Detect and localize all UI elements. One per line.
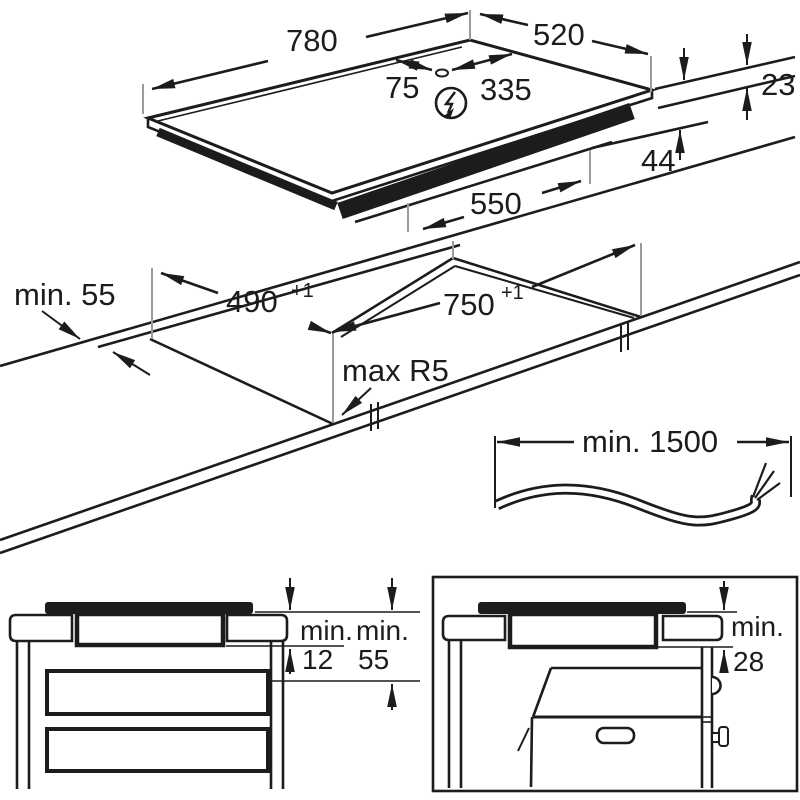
worktop-section-left bbox=[8, 613, 74, 643]
hob-glass-section bbox=[478, 602, 686, 614]
dim-750-label: 750 bbox=[443, 287, 495, 322]
worktop-section-right bbox=[661, 614, 724, 642]
lightning-bolt-icon bbox=[434, 86, 468, 120]
dim-550-line bbox=[422, 215, 465, 231]
casing-bottom-profile-line bbox=[591, 120, 709, 150]
dim-550-line bbox=[541, 179, 582, 195]
cutout-back-right-inner bbox=[454, 265, 635, 319]
drawer-gap-label-2: min. bbox=[356, 615, 409, 646]
oven-handle-recess bbox=[595, 726, 636, 745]
dim-750-line bbox=[531, 243, 636, 289]
worktop-back-edge-line bbox=[0, 135, 796, 368]
oven-front-left-edge bbox=[529, 716, 534, 788]
hob-glass-surface bbox=[143, 38, 658, 195]
worktop-profile-line bbox=[657, 74, 796, 110]
hinge-bump bbox=[711, 675, 722, 696]
worktop-cutout-view: min. 55 490 +1 750 +1 max R5 bbox=[14, 241, 642, 423]
dim-335-line bbox=[451, 52, 513, 72]
dim-780-line bbox=[151, 59, 269, 91]
hob-body-section bbox=[74, 611, 226, 648]
dim-335-label: 335 bbox=[480, 72, 532, 107]
power-cable-view: min. 1500 bbox=[494, 424, 792, 527]
corner-radius-label: max R5 bbox=[342, 353, 449, 388]
dim-490-label: 490 bbox=[226, 284, 278, 319]
cutout-back-left-edge bbox=[331, 256, 454, 335]
power-symbol-bolt bbox=[443, 91, 456, 114]
worktop-left-cut-edge bbox=[149, 337, 334, 426]
wire-end bbox=[751, 462, 768, 498]
dim-750-tolerance: +1 bbox=[501, 282, 524, 304]
wall-clearance-label: min. 55 bbox=[14, 277, 116, 312]
dim-490-line bbox=[307, 320, 332, 335]
worktop-section-right bbox=[225, 613, 289, 643]
dim-490-line bbox=[160, 271, 219, 295]
power-symbol-bolt-tip bbox=[444, 108, 454, 119]
drawer-gap-label-1: min. bbox=[300, 615, 353, 646]
drawer-gap-value-2: 55 bbox=[358, 644, 389, 675]
hob-casing-left bbox=[156, 127, 338, 211]
hob-casing-bottom-rim bbox=[354, 140, 613, 224]
dim-550-label: 550 bbox=[470, 186, 522, 221]
corner-radius-arrow bbox=[341, 387, 372, 416]
wire-end bbox=[756, 482, 781, 501]
wall-clearance-arrow bbox=[41, 310, 81, 340]
screw-head bbox=[718, 726, 729, 747]
mains-connection-point bbox=[435, 68, 449, 78]
drawer-gap-value-1: 12 bbox=[302, 644, 333, 675]
worktop-front-edge-line bbox=[0, 260, 800, 542]
hob-isometric-view: 780 520 75 335 23 44 bbox=[142, 10, 796, 232]
worktop-section-left bbox=[441, 614, 507, 642]
oven-gap-value: 28 bbox=[733, 646, 764, 677]
oven-gap-label: min. bbox=[731, 611, 784, 642]
oven-body bbox=[517, 666, 702, 788]
oven-top-left-edge bbox=[531, 667, 553, 718]
oven-installation-view: min. 28 bbox=[431, 575, 799, 793]
worktop-front-edge-line-2 bbox=[0, 273, 800, 555]
screw-stem bbox=[711, 732, 720, 743]
dim-490-tolerance: +1 bbox=[291, 280, 314, 302]
mains-cable-core bbox=[495, 486, 759, 524]
hob-glass-section bbox=[45, 602, 253, 614]
cutout-back-right-edge bbox=[452, 256, 642, 319]
dim-1500-label: min. 1500 bbox=[582, 424, 718, 459]
worktop-back-edge-line-2 bbox=[97, 243, 461, 349]
dim-44-label: 44 bbox=[641, 143, 675, 178]
cable-wire-ends bbox=[751, 462, 781, 501]
dim-780-label: 780 bbox=[286, 23, 338, 58]
hob-casing-front bbox=[337, 102, 635, 220]
drawer-installation-view: min. min. 12 55 bbox=[8, 578, 420, 789]
dim-780-line bbox=[365, 11, 469, 39]
worktop-surface-lines bbox=[0, 135, 800, 555]
dim-75-line bbox=[395, 58, 433, 72]
drawer-front bbox=[45, 727, 270, 773]
dim-75-label: 75 bbox=[385, 70, 419, 105]
wall-clearance-arrow bbox=[112, 351, 151, 376]
oven-side-mark bbox=[517, 727, 530, 752]
wire-end bbox=[754, 470, 775, 499]
dim-520-line bbox=[479, 12, 529, 27]
dim-23-label: 23 bbox=[761, 67, 795, 102]
dim-520-label: 520 bbox=[533, 17, 585, 52]
hob-body-section bbox=[507, 611, 659, 650]
dim-520-line bbox=[591, 39, 649, 56]
dim-750-line bbox=[332, 301, 441, 334]
drawer-front bbox=[45, 669, 270, 716]
glass-top-profile-line bbox=[654, 55, 796, 91]
